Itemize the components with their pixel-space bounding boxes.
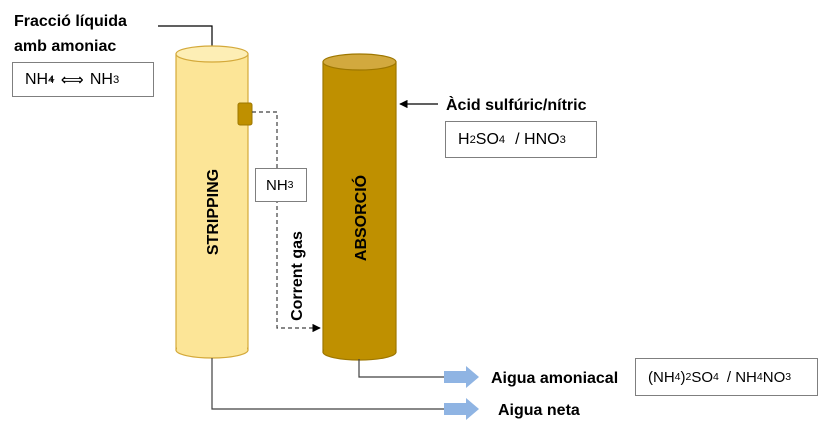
ammonia-water-label: Aigua amoniacal [491,370,618,387]
acid-hno: / HNO [515,130,560,148]
clean-water-label: Aigua neta [498,402,580,419]
product-paren: ) [680,368,686,386]
ammonia-water-arrow [444,366,479,388]
nh4-subscript: 4 [48,73,55,86]
acid-hno-sub: 3 [559,133,566,146]
stripping-column: STRIPPING [175,45,249,359]
gas-label: Corrent gas [289,231,306,321]
gas-nh3-text: NH [266,176,288,194]
acid-label: Àcid sulfúric/nítric [446,95,587,114]
nh4-text: NH [25,70,49,88]
absorption-column: ABSORCIÓ [322,53,397,361]
nh3-text: NH [89,70,113,88]
product-sub3: 4 [713,371,719,383]
clean-water-line [211,358,444,410]
gas-nh3-subscript: 3 [287,179,294,191]
stripping-label: STRIPPING [205,169,222,255]
gas-outlet-nozzle [237,102,253,126]
absorption-label: ABSORCIÓ [351,175,370,261]
product-no: NO [762,368,786,386]
feed-label-line2: amb amoniac [14,38,116,55]
product-sub2: 2 [685,371,692,383]
product-so: SO [691,368,714,386]
ammonia-water-line [358,359,444,378]
acid-so-sub: 4 [498,133,506,146]
acid-h-sub: 2 [469,133,476,146]
equilibrium-arrow: ⟺ [60,71,84,89]
clean-water-arrow [444,398,479,420]
product-sub4: 4 [756,371,763,383]
product-nh4: / NH [726,368,757,386]
product-nh: (NH [648,368,675,386]
acid-so: SO [475,130,499,148]
acid-h: H [458,130,470,148]
feed-label-line1: Fracció líquida [14,13,127,30]
product-sub1: 4 [674,371,681,383]
product-sub5: 3 [785,371,792,383]
nh3-subscript: 3 [112,73,120,86]
gas-line [252,111,321,333]
nh4-superscript: + [48,73,55,86]
